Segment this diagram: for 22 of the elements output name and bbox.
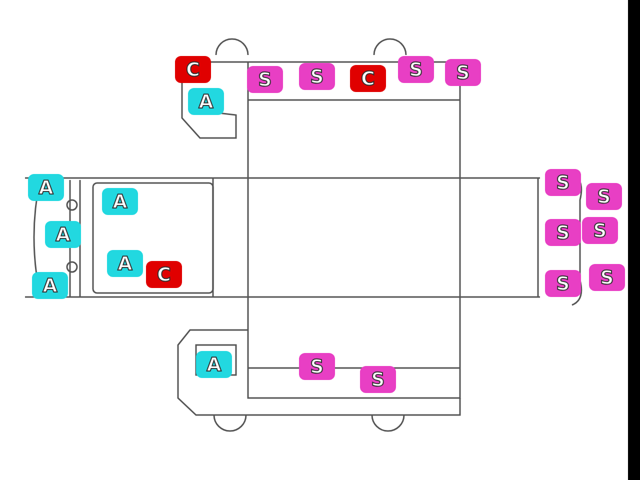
zone-marker: C bbox=[146, 261, 182, 288]
zone-marker: S bbox=[445, 59, 481, 86]
zone-marker: S bbox=[586, 183, 622, 210]
zone-marker: S bbox=[545, 169, 581, 196]
zone-marker: A bbox=[32, 272, 68, 299]
zone-marker: C bbox=[175, 56, 211, 83]
zone-marker: A bbox=[45, 221, 81, 248]
zone-marker: A bbox=[196, 351, 232, 378]
zone-marker: S bbox=[582, 217, 618, 244]
zone-marker: A bbox=[107, 250, 143, 277]
zone-marker: A bbox=[28, 174, 64, 201]
zone-marker: C bbox=[350, 65, 386, 92]
zone-marker: S bbox=[299, 63, 335, 90]
zone-marker: S bbox=[545, 270, 581, 297]
zone-marker: S bbox=[299, 353, 335, 380]
zone-marker: S bbox=[545, 219, 581, 246]
zone-marker: S bbox=[247, 66, 283, 93]
zone-marker: A bbox=[102, 188, 138, 215]
zone-marker: S bbox=[398, 56, 434, 83]
zone-marker: S bbox=[360, 366, 396, 393]
zone-marker: S bbox=[589, 264, 625, 291]
zone-marker: A bbox=[188, 88, 224, 115]
